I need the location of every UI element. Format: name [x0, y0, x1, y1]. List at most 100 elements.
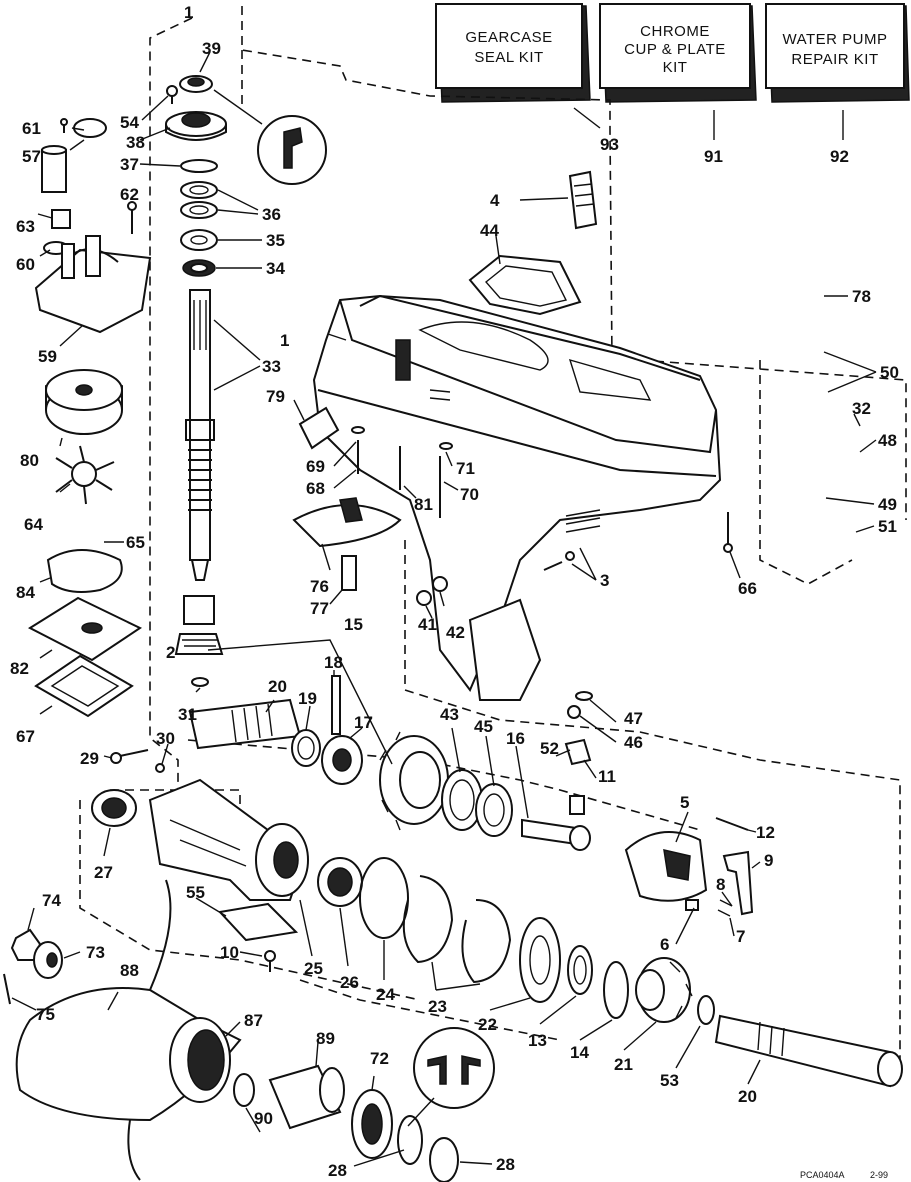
callout-87: 87 [244, 1011, 263, 1030]
callout-81: 81 [414, 495, 433, 514]
callout-76: 76 [310, 577, 329, 596]
callout-69: 69 [306, 457, 325, 476]
callout-89: 89 [316, 1029, 335, 1048]
callout-20a: 20 [268, 677, 287, 696]
kit-label-line: GEARCASE [465, 29, 552, 46]
callout-41: 41 [418, 615, 437, 634]
callout-28a: 28 [328, 1161, 347, 1180]
callout-91: 91 [704, 147, 723, 166]
leader-lines [11, 51, 877, 1167]
callout-70: 70 [460, 485, 479, 504]
callout-73: 73 [86, 943, 105, 962]
seal-detail-circle-top [213, 89, 327, 185]
callout-18: 18 [324, 653, 343, 672]
callout-82: 82 [10, 659, 29, 678]
water-pump-group [27, 75, 227, 718]
callout-17: 17 [354, 713, 373, 732]
callout-32: 32 [852, 399, 871, 418]
callout-75: 75 [36, 1005, 55, 1024]
callout-15: 15 [344, 615, 363, 634]
kit-label-line: KIT [663, 59, 688, 76]
callout-55: 55 [186, 883, 205, 902]
callout-31: 31 [178, 705, 197, 724]
callout-65: 65 [126, 533, 145, 552]
callout-29: 29 [80, 749, 99, 768]
kit-box-water-pump-repair: WATER PUMP REPAIR KIT [765, 3, 910, 103]
trim-tab-76 [292, 504, 402, 548]
callout-72: 72 [370, 1049, 389, 1068]
callout-92: 92 [830, 147, 849, 166]
seal-36a [180, 181, 218, 199]
drawing-date: 2-99 [870, 1170, 888, 1180]
callout-13: 13 [528, 1031, 547, 1050]
kit-label-line: REPAIR KIT [791, 51, 878, 68]
callout-7: 7 [736, 927, 745, 946]
callout-84: 84 [16, 583, 35, 602]
cover-57 [73, 118, 107, 138]
callout-33: 33 [262, 357, 281, 376]
callout-34: 34 [266, 259, 285, 278]
callout-61: 61 [22, 119, 41, 138]
callout-2: 2 [166, 643, 175, 662]
callout-1: 1 [184, 3, 193, 22]
callout-19: 19 [298, 689, 317, 708]
callout-49: 49 [878, 495, 897, 514]
callout-66: 66 [738, 579, 757, 598]
o-ring-24 [359, 857, 409, 939]
callout-22: 22 [478, 1015, 497, 1034]
callout-38: 38 [126, 133, 145, 152]
callout-25: 25 [304, 959, 323, 978]
plate-55 [218, 902, 299, 942]
block-4 [568, 170, 598, 230]
callout-63: 63 [16, 217, 35, 236]
callout-48: 48 [878, 431, 897, 450]
kit-label-line: WATER PUMP [783, 31, 888, 48]
gasket-84 [46, 549, 123, 593]
kit-label-line: CHROME [640, 23, 710, 40]
callout-43: 43 [440, 705, 459, 724]
gear-15 [379, 731, 449, 831]
gasket-67 [34, 654, 134, 718]
callout-78: 78 [852, 287, 871, 306]
kit-label-line: CUP & PLATE [624, 41, 726, 58]
callout-67: 67 [16, 727, 35, 746]
callout-39: 39 [202, 39, 221, 58]
seal-detail-circle [413, 1027, 495, 1109]
callout-3: 3 [600, 571, 609, 590]
callout-88: 88 [120, 961, 139, 980]
callout-71: 71 [456, 459, 475, 478]
seal-36b [180, 201, 218, 219]
callout-37: 37 [120, 155, 139, 174]
callout-62: 62 [120, 185, 139, 204]
kit-box-gearcase-seal: GEARCASE SEAL KIT [435, 3, 591, 103]
callout-57: 57 [22, 147, 41, 166]
callout-12: 12 [756, 823, 775, 842]
callout-16: 16 [506, 729, 525, 748]
callout-20b: 20 [738, 1087, 757, 1106]
assembly-boundary-lines [79, 6, 907, 1060]
prop-shaft-20a [188, 698, 302, 750]
gear-21 [635, 957, 693, 1023]
callout-59: 59 [38, 347, 57, 366]
callout-14: 14 [570, 1043, 589, 1062]
callout-11: 11 [598, 767, 616, 786]
callout-36: 36 [262, 205, 281, 224]
callout-4: 4 [490, 191, 500, 210]
driveshaft-33 [174, 289, 224, 687]
callout-8: 8 [716, 875, 725, 894]
block-79 [298, 406, 340, 450]
callout-30: 30 [156, 729, 175, 748]
callout-77: 77 [310, 599, 329, 618]
callout-5: 5 [680, 793, 689, 812]
callout-27: 27 [94, 863, 113, 882]
callout-26: 26 [340, 973, 359, 992]
callout-45: 45 [474, 717, 493, 736]
callout-10: 10 [220, 943, 239, 962]
tube-63 [41, 149, 67, 193]
callout-50: 50 [880, 363, 899, 382]
callout-42: 42 [446, 623, 465, 642]
lower-assembly-group [91, 749, 903, 1088]
callout-44: 44 [480, 221, 499, 240]
skeg [468, 598, 542, 701]
